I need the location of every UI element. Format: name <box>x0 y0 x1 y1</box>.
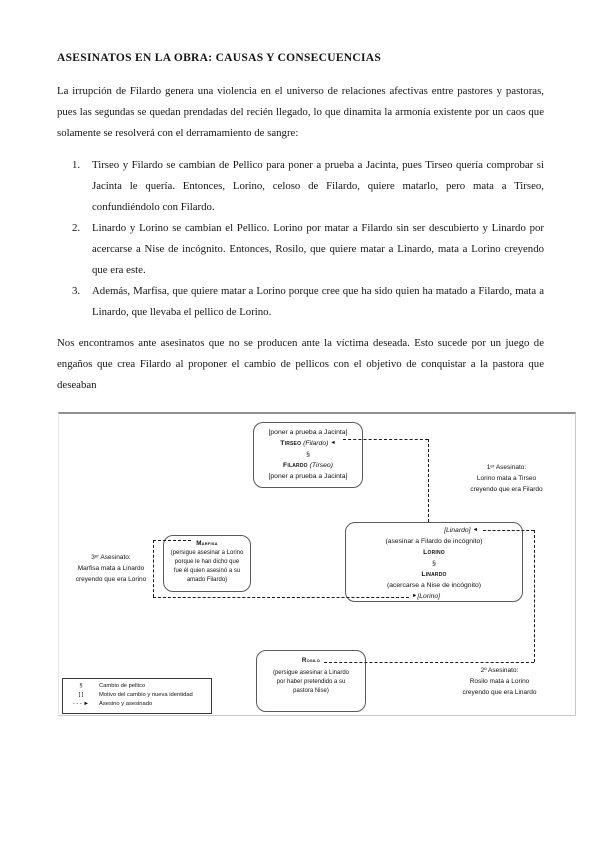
pellico-swap-symbol: § <box>306 451 310 458</box>
identity-alias: [Linardo] <box>444 527 471 534</box>
murder3-line3: creyendo que era Lorino <box>75 576 147 583</box>
brackets-symbol: [ ] <box>78 692 84 698</box>
character-name: Tirseo <box>280 440 302 447</box>
connector-rosilo-to-linardo-vertical <box>534 530 535 662</box>
tirseo-filardo-box: [poner a prueba a Jacinta] Tirseo (Filar… <box>253 422 363 488</box>
connector-lorino-to-tirseo-horizontal <box>343 439 428 440</box>
rosilo-box: Rosilo (persigue asesinar a Linardo por … <box>256 650 366 712</box>
motive-text: (persigue asesinar a Linardo <box>272 670 350 676</box>
murder1-title: 1ᵉʳ Asesinato: <box>486 464 527 471</box>
murder2-line3: creyendo que era Linardo <box>462 689 537 696</box>
pellico-swap-symbol: § <box>79 683 83 689</box>
connector-marfisa-to-lorino-vertical <box>153 540 154 597</box>
character-name: Linardo <box>421 571 447 578</box>
motive-text: (persigue asesinar a Lorino <box>170 550 244 556</box>
text-content: ASESINATOS EN LA OBRA: CAUSAS Y CONSECUE… <box>57 52 544 396</box>
murder3-label: 3ᵉʳ Asesinato: Marfisa mata a Linardo cr… <box>59 552 163 585</box>
murder2-label: 2º Asesinato: Rosilo mata a Lorino creye… <box>437 665 562 698</box>
list-item-number: 2. <box>72 222 81 234</box>
list-item-number: 1. <box>72 159 81 171</box>
motive-text: fue él quien asesinó a su <box>173 568 241 574</box>
list-item-number: 3. <box>72 285 81 297</box>
list-item-2: 2. Linardo y Lorino se cambian el Pellic… <box>57 218 544 281</box>
connector-rosilo-to-linardo-horizontal <box>483 530 534 531</box>
motive-top: [poner a prueba a Jacinta] <box>268 429 348 436</box>
motive-bottom: [poner a prueba a Jacinta] <box>268 473 348 480</box>
identity-line-tirseo: Tirseo (Filardo) ◄ <box>254 438 362 449</box>
list-item-3: 3. Además, Marfisa, que quiere matar a L… <box>57 281 544 323</box>
legend-label: Motivo del cambio y nueva identidad <box>99 692 193 698</box>
motive-text: pastora Nise) <box>293 688 329 694</box>
list-item-text: Linardo y Lorino se cambian el Pellico. … <box>92 222 544 276</box>
pellico-swap-symbol: § <box>432 560 436 567</box>
motive-text: (acercarse a Nise de incógnito) <box>386 582 482 589</box>
marfisa-box: Marfisa (persigue asesinar a Lorino porq… <box>163 535 251 592</box>
lorino-linardo-box: [Linardo] ◄ (asesinar a Filardo de incóg… <box>345 522 523 602</box>
motive-text: amado Filardo) <box>186 577 228 583</box>
identity-line-filardo: Filardo (Tirseo) <box>254 460 362 471</box>
legend-row: § Cambio de pellico <box>63 682 211 691</box>
connector-rosilo-leader <box>324 662 534 663</box>
arrowhead-left-icon: ◄ <box>472 527 478 533</box>
legend: § Cambio de pellico [ ] Motivo del cambi… <box>62 678 212 714</box>
character-name: Filardo <box>283 462 308 469</box>
dashed-arrow-icon: - - - ► <box>72 701 90 707</box>
intro-paragraph: La irrupción de Filardo genera una viole… <box>57 85 544 139</box>
character-name: Lorino <box>423 549 445 556</box>
murder-diagram: [poner a prueba a Jacinta] Tirseo (Filar… <box>58 412 576 716</box>
motive-text: (asesinar a Filardo de incógnito) <box>385 538 483 545</box>
character-name: Rosilo <box>301 657 321 664</box>
murder1-label: 1ᵉʳ Asesinato: Lorino mata a Tirseo crey… <box>444 462 569 495</box>
connector-lorino-to-tirseo-vertical <box>428 439 429 522</box>
murder1-line2: Lorino mata a Tirseo <box>476 475 537 482</box>
list-item-text: Tirseo y Filardo se cambian de Pellico p… <box>92 159 544 213</box>
connector-marfisa-leader <box>153 540 191 541</box>
alias-top-line: [Linardo] ◄ <box>373 525 549 536</box>
legend-row: - - - ► Asesino y asesinado <box>63 700 211 709</box>
identity-alias: (Filardo) <box>303 440 329 447</box>
character-name: Marfisa <box>196 540 218 547</box>
murder-list: 1. Tirseo y Filardo se cambian de Pellic… <box>57 155 544 323</box>
closing-paragraph: Nos encontramos ante asesinatos que no s… <box>57 337 544 391</box>
arrowhead-right-icon: ► <box>411 593 418 599</box>
legend-row: [ ] Motivo del cambio y nueva identidad <box>63 691 211 700</box>
murder3-line2: Marfisa mata a Linardo <box>77 565 145 572</box>
arrowhead-left-icon: ◄ <box>330 440 336 446</box>
motive-text: por haber pretendido a su <box>276 679 346 685</box>
legend-label: Asesino y asesinado <box>99 701 153 707</box>
motive-block: (persigue asesinar a Linardo por haber p… <box>257 669 365 696</box>
murder2-line2: Rosilo mata a Lorino <box>469 678 530 685</box>
legend-label: Cambio de pellico <box>99 683 146 689</box>
murder2-title: 2º Asesinato: <box>480 667 519 674</box>
identity-alias: (Tirseo) <box>309 462 333 469</box>
list-item-1: 1. Tirseo y Filardo se cambian de Pellic… <box>57 155 544 218</box>
list-item-text: Además, Marfisa, que quiere matar a Lori… <box>92 285 544 318</box>
alias-bottom-line: ►[Lorino] <box>338 591 514 602</box>
page-title: ASESINATOS EN LA OBRA: CAUSAS Y CONSECUE… <box>57 52 382 64</box>
identity-alias: [Lorino] <box>417 593 441 600</box>
murder1-line3: creyendo que era Filardo <box>470 486 543 493</box>
murder3-title: 3ᵉʳ Asesinato: <box>91 554 131 561</box>
connector-marfisa-to-lorino-horizontal <box>153 597 409 598</box>
motive-text: porque le han dicho que <box>174 559 240 565</box>
